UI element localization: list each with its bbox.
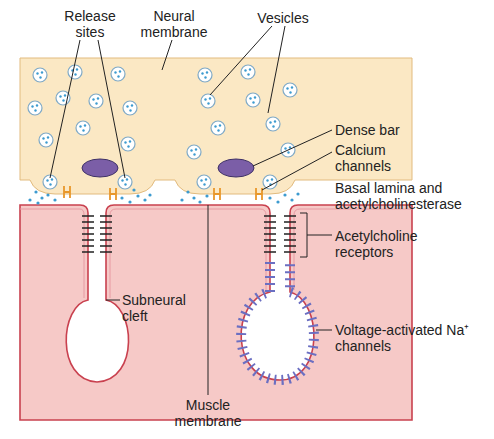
vesicle — [121, 137, 135, 151]
leader-lines — [50, 26, 332, 395]
vesicle — [68, 65, 82, 79]
callout-label: Dense bar — [335, 122, 485, 138]
vesicle — [123, 101, 137, 115]
vesicle — [198, 68, 212, 82]
vesicle — [33, 68, 47, 82]
vesicle — [28, 101, 42, 115]
vesicle — [187, 145, 201, 159]
vesicle — [263, 175, 277, 189]
vesicle — [89, 94, 103, 108]
vesicle — [39, 133, 53, 147]
vesicle — [241, 65, 255, 79]
vesicle — [283, 83, 297, 97]
callout-label: Muscle membrane — [168, 397, 248, 429]
vesicles — [28, 65, 297, 189]
dense-bar — [82, 159, 118, 177]
calcium-channels — [64, 186, 262, 200]
vesicle — [211, 121, 225, 135]
callout-label: Voltage-activated Na⁺ channels — [335, 322, 485, 354]
callout-label: Calcium channels — [335, 142, 415, 174]
vesicle — [266, 117, 280, 131]
sodium-channels — [241, 262, 314, 380]
vesicle — [246, 93, 260, 107]
released-acetylcholine — [28, 188, 299, 204]
callout-label: Basal lamina and acetylcholinesterase — [335, 180, 485, 212]
vesicle — [201, 94, 215, 108]
callout-label: Subneural cleft — [122, 292, 202, 324]
dense-bar — [218, 159, 254, 177]
acetylcholine-receptors — [82, 216, 296, 252]
vesicle — [76, 121, 90, 135]
vesicle — [111, 67, 125, 81]
callout-label: Acetylcholine receptors — [335, 228, 445, 260]
callout-label: Vesicles — [243, 10, 323, 26]
callout-label: Release sites — [50, 8, 130, 40]
callout-label: Neural membrane — [134, 8, 214, 40]
vesicle — [197, 175, 211, 189]
